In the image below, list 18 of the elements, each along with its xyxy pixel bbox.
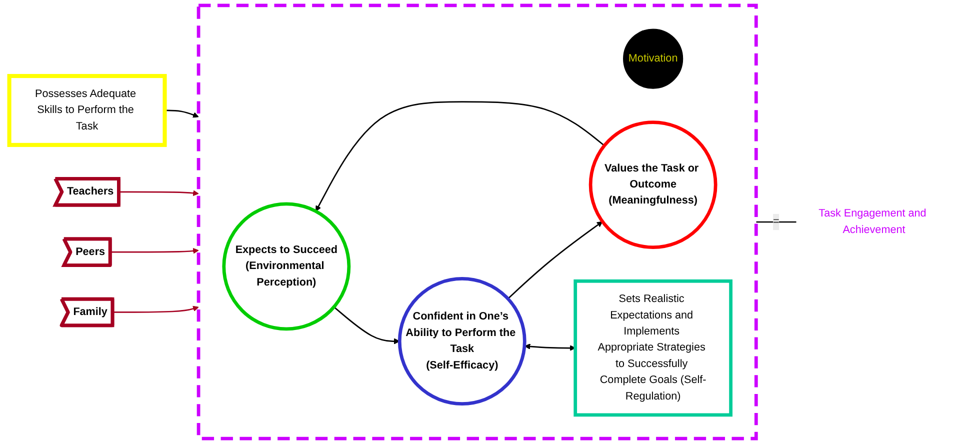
node-box: Possesses Adequate Skills to Perform the Task xyxy=(7,74,167,147)
arrow xyxy=(507,221,603,300)
cluster xyxy=(196,4,758,440)
arrow xyxy=(334,306,400,344)
node-circle: Values the Task or Outcome (Meaningfulness) xyxy=(588,120,718,249)
arrow xyxy=(118,190,199,196)
node-circle: Motivation xyxy=(623,28,684,89)
node-text: Task Engagement and Achievement xyxy=(818,208,926,236)
arrow xyxy=(110,248,199,254)
arrow xyxy=(112,306,199,313)
arrow xyxy=(316,101,605,212)
arrow xyxy=(524,344,576,351)
node-circle: Expects to Succeed (Environmental Perception) xyxy=(222,202,351,331)
node-circle: Confident in One’s Ability to Perform the Task (Self-Efficacy) xyxy=(398,277,526,406)
arrow xyxy=(164,110,199,118)
edge-label: = xyxy=(773,216,780,228)
connector xyxy=(756,221,796,223)
node-box: Sets Realistic Expectations and Implements Appropriate Strategies to Successfully Complete Goals (Self-Regulation) xyxy=(574,279,732,417)
